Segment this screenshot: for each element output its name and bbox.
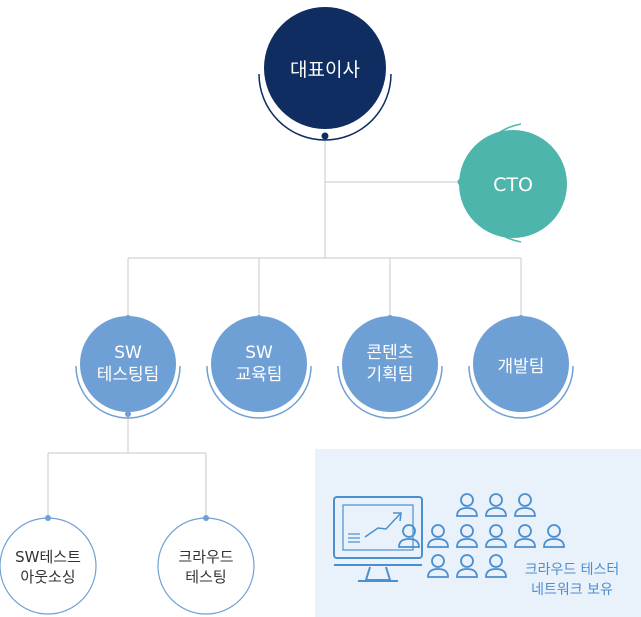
person-icon [485, 493, 507, 517]
sub-unit-label-line1: 크라우드 [178, 548, 233, 566]
team-label-line2: 교육팀 [236, 365, 283, 385]
team-top-dot [387, 315, 393, 321]
team-ring [75, 365, 181, 419]
crowd-panel-label-line1: 크라우드 테스터 [525, 562, 620, 578]
team-top-dot [256, 315, 262, 321]
team-circle [342, 316, 438, 412]
team-circle [473, 316, 569, 412]
team-label-line2: 기획팀 [367, 365, 414, 385]
team-top-dot [125, 315, 131, 321]
ceo-circle [264, 7, 386, 129]
person-icon [485, 524, 507, 548]
cto-circle [459, 130, 567, 238]
sub-unit-circle [0, 517, 97, 615]
person-icon [514, 493, 536, 517]
ceo-label: 대표이사 [290, 59, 360, 81]
team-ring [206, 365, 312, 419]
sub-unit-dot [45, 515, 51, 521]
team-node-content-planning: 콘텐츠 기획팀 [337, 315, 443, 419]
sub-unit-sw-test-outsourcing: SW테스트 아웃소싱 [0, 515, 97, 615]
person-icon [456, 554, 478, 578]
person-icon [514, 524, 536, 548]
team-node-sw-testing: SW 테스팅팀 [75, 315, 181, 419]
team-node-development: 개발팀 [468, 315, 574, 419]
person-icon [485, 554, 507, 578]
sub-unit-dot [203, 515, 209, 521]
sub-unit-label-line2: 아웃소싱 [20, 568, 75, 586]
team-label-line1: SW [114, 343, 142, 363]
person-icon [456, 524, 478, 548]
ceo-node: 대표이사 [258, 7, 392, 141]
team-label-line1: SW [245, 343, 273, 363]
person-icon [427, 554, 449, 578]
person-icon [456, 493, 478, 517]
team-label-line2: 테스팅팀 [97, 365, 160, 385]
team-node-sw-education: SW 교육팀 [206, 315, 312, 419]
team-top-dot [518, 315, 524, 321]
team-ring [468, 365, 574, 419]
person-icon [427, 524, 449, 548]
ceo-ring [258, 73, 392, 141]
person-icon [398, 524, 420, 548]
connector-lines [47, 137, 522, 518]
sub-unit-label-line2: 테스팅 [185, 568, 226, 586]
crowd-panel-label-line2: 네트워크 보유 [531, 582, 613, 598]
team-circle [80, 316, 176, 412]
cto-node: CTO [457, 123, 567, 243]
team-label-line1: 콘텐츠 [367, 343, 414, 363]
crowd-tester-panel: 크라우드 테스터 네트워크 보유 [315, 449, 641, 617]
crowd-people-icons [398, 493, 565, 578]
sub-unit-circle [157, 517, 255, 615]
sub-unit-crowd-testing: 크라우드 테스팅 [157, 515, 255, 615]
team-label-line1: 개발팀 [498, 357, 545, 377]
crowd-panel-bg [315, 449, 641, 617]
cto-anchor-dot [457, 178, 465, 186]
ceo-anchor-dot [321, 132, 329, 140]
cto-label: CTO [493, 174, 533, 196]
team-bottom-dot [125, 411, 131, 417]
team-ring [337, 365, 443, 419]
person-icon [543, 524, 565, 548]
monitor-chart-icon [333, 496, 423, 582]
team-circle [211, 316, 307, 412]
sub-unit-label-line1: SW테스트 [15, 548, 81, 566]
